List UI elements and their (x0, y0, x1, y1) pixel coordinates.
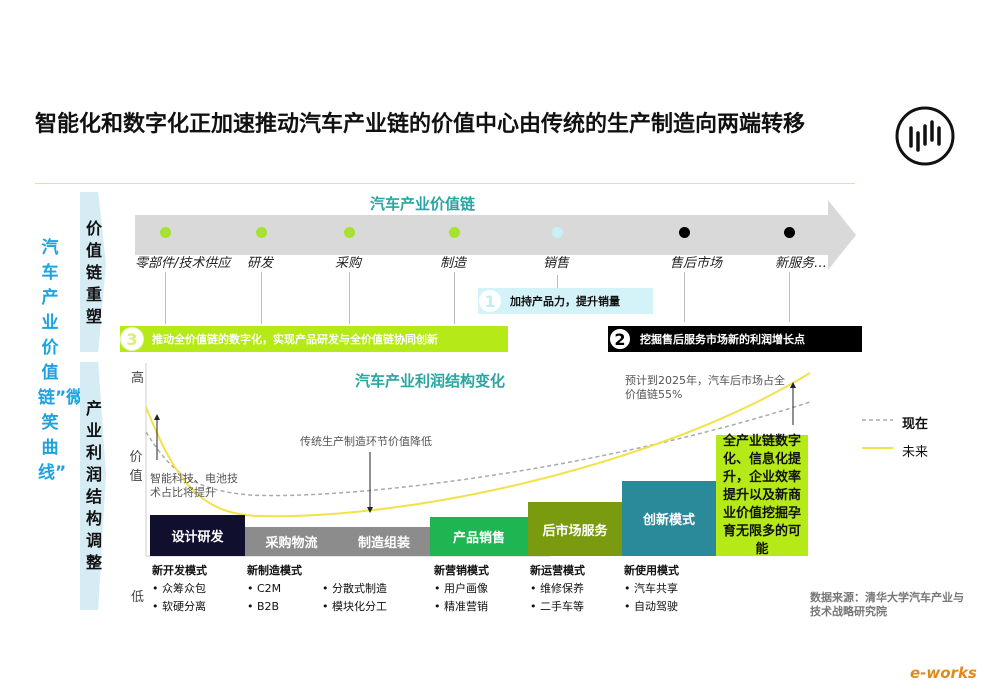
chain-connector (454, 272, 455, 324)
model-item: • 二手车等 (530, 600, 584, 613)
chain-node-label: 研发 (247, 256, 274, 271)
annotation-right: 预计到2025年，汽车后市场占全价值链55% (625, 374, 785, 401)
model-group-title: 新开发模式 (152, 564, 207, 577)
chain-node-label: 采购 (335, 256, 362, 271)
callout-2-text: 挖掘售后服务市场新的利润增长点 (640, 333, 805, 346)
chain-node-dot (160, 227, 171, 238)
chain-connector (557, 275, 558, 290)
model-group: 新制造模式 • C2M • B2B (247, 562, 302, 616)
model-group: 新使用模式 • 汽车共享 • 自动驾驶 (624, 562, 679, 616)
chain-node-label: 售后市场 (670, 256, 723, 271)
legend-future-label: 未来 (902, 445, 929, 460)
callout-3-text: 推动全价值链的数字化，实现产品研发与全价值链协同创新 (152, 333, 438, 346)
callout-2-number: 2 (608, 327, 632, 351)
model-item: • 维修保养 (530, 582, 584, 595)
chain-node-dot (344, 227, 355, 238)
panel-top-label: 价值链重塑 (85, 219, 102, 326)
callout-3: 3 推动全价值链的数字化，实现产品研发与全价值链协同创新 (120, 326, 508, 352)
model-item: • 模块化分工 (322, 600, 387, 613)
callout-1-number: 1 (478, 289, 502, 313)
chain-node-label: 销售 (543, 256, 570, 271)
chain-connector (789, 272, 790, 322)
chain-connector (349, 272, 350, 324)
model-item: • 分散式制造 (322, 582, 387, 595)
model-item: • B2B (247, 600, 280, 613)
chain-node-label: 制造 (440, 256, 467, 271)
chain-node-dot (784, 227, 795, 238)
bar-digital: 全产业链数字化、信息化提升，企业效率提升以及新商业价值挖掘孕育无限多的可能 (716, 434, 808, 557)
model-group-title: 新运营模式 (530, 564, 585, 577)
title-divider (35, 183, 855, 184)
bar-innovation: 创新模式 (622, 481, 716, 556)
callout-3-number: 3 (120, 327, 144, 351)
callout-2: 2 挖掘售后服务市场新的利润增长点 (608, 326, 862, 352)
bar-aftermarket: 后市场服务 (528, 502, 622, 556)
annotation-mid: 传统生产制造环节价值降低 (300, 435, 432, 448)
model-group-title: 新制造模式 (247, 564, 302, 577)
model-item: • 精准营销 (434, 600, 488, 613)
model-item: • 众筹众包 (152, 582, 206, 595)
legend-now-label: 现在 (902, 417, 929, 432)
bar-design: 设计研发 (150, 515, 245, 556)
annotation-left: 智能科技、电池技术占比将提升 (150, 472, 238, 499)
logo-icon (895, 106, 955, 166)
chain-arrow-band (135, 215, 830, 255)
model-group-title: 新使用模式 (624, 564, 679, 577)
model-item: • C2M (247, 582, 282, 595)
y-high-label: 高 (131, 371, 145, 386)
bar-procurement: 采购物流 (245, 527, 338, 556)
model-group-title: 新营销模式 (434, 564, 489, 577)
curve-future (145, 372, 811, 518)
model-group-extra: • 分散式制造 • 模块化分工 (322, 580, 387, 616)
model-item: • 用户画像 (434, 582, 488, 595)
watermark: e-works (910, 664, 977, 682)
chain-node-label: 新服务… (775, 256, 828, 271)
model-item: • 自动驾驶 (624, 600, 678, 613)
chain-node-label: 零部件/技术供应 (135, 256, 231, 271)
panel-bottom-label: 产业利润结构调整 (85, 399, 102, 572)
page-title: 智能化和数字化正加速推动汽车产业链的价值中心由传统的生产制造向两端转移 (35, 112, 806, 137)
model-item: • 软硬分离 (152, 600, 206, 613)
chain-node-dot (679, 227, 690, 238)
model-group: 新开发模式 • 众筹众包 • 软硬分离 (152, 562, 207, 616)
callout-1: 1 加持产品力，提升销量 (478, 288, 653, 314)
bar-sales: 产品销售 (430, 517, 528, 556)
y-mid-label: 价值 (129, 450, 143, 484)
chain-connector (165, 272, 166, 324)
chart-title: 汽车产业利润结构变化 (355, 372, 506, 390)
callout-1-text: 加持产品力，提升销量 (510, 295, 620, 308)
bar-manufacturing: 制造组装 (338, 527, 430, 556)
model-group: 新营销模式 • 用户画像 • 精准营销 (434, 562, 489, 616)
y-low-label: 低 (131, 590, 145, 605)
chain-connector (684, 272, 685, 322)
chain-node-dot (552, 227, 563, 238)
chain-title: 汽车产业价值链 (370, 195, 476, 213)
model-group: 新运营模式 • 维修保养 • 二手车等 (530, 562, 585, 616)
model-item: • 汽车共享 (624, 582, 678, 595)
chain-connector (261, 272, 262, 324)
source-note: 数据来源：清华大学汽车产业与技术战略研究院 (810, 591, 964, 618)
chain-node-dot (449, 227, 460, 238)
chain-node-dot (256, 227, 267, 238)
side-label: 汽车产业价值链”微笑曲线” (38, 238, 84, 483)
